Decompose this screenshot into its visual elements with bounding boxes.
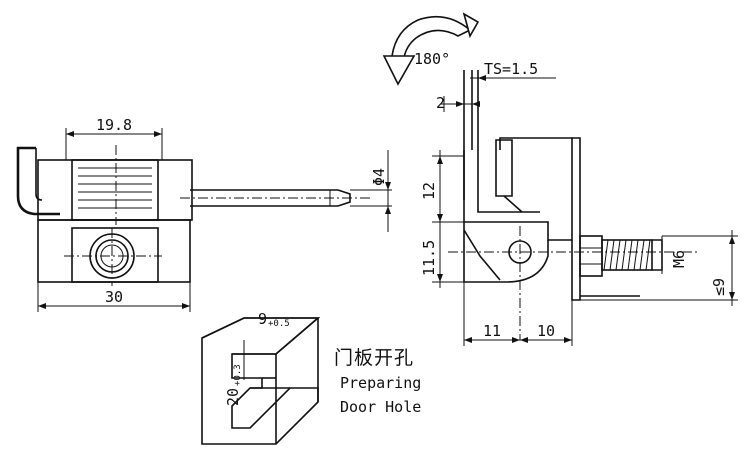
svg-text:19.8: 19.8 [96,116,132,134]
svg-text:TS=1.5: TS=1.5 [484,60,538,78]
knuckle [71,159,159,221]
knuckle-side [448,222,700,340]
dim-ts: TS=1.5 [470,60,556,81]
door-hole-title-en-1: Preparing [340,374,421,392]
svg-text:9: 9 [258,310,267,328]
hinge-leaf [463,137,581,301]
svg-text:30: 30 [105,288,123,306]
svg-text:2: 2 [436,94,445,112]
dim-30: 30 [37,282,191,312]
hook-end [16,146,60,216]
door-hole-title-en-2: Door Hole [340,398,421,416]
svg-text:Φ4: Φ4 [370,168,388,186]
right-view: 180° 2 TS=1.5 [382,12,738,346]
door-hole-view: 9 +0.5 20 +0.3 门板开孔 Preparing Door Hole [201,310,421,445]
lower-body [37,219,191,283]
svg-text:11.5: 11.5 [420,240,438,276]
dim-19-8: 19.8 [65,116,163,160]
svg-text:180°: 180° [414,50,450,68]
svg-text:20: 20 [224,388,242,406]
door-panel: 2 [436,70,480,200]
dim-11-10: 11 10 [463,282,573,346]
dim-12: 12 [420,150,464,226]
bracket-bottom: ≤9 [580,230,738,306]
dim-phi4: Φ4 [350,150,392,232]
plate-outline [201,317,321,445]
svg-text:12: 12 [420,182,438,200]
door-hole-title-cn: 门板开孔 [334,347,414,369]
svg-text:10: 10 [537,322,555,340]
rotation-arrow-icon: 180° [382,12,480,86]
svg-text:≤9: ≤9 [710,278,728,296]
svg-text:+0.5: +0.5 [268,319,290,329]
lower-slot [71,227,159,283]
svg-text:+0.3: +0.3 [233,364,243,386]
screw: M6 [579,235,688,277]
hook-inner [35,148,43,201]
svg-text:11: 11 [483,322,501,340]
left-view: 19.8 30 Φ4 [16,116,392,312]
svg-text:M6: M6 [670,250,688,268]
dim-11-5: 11.5 [420,222,464,288]
upper-body [37,159,193,221]
